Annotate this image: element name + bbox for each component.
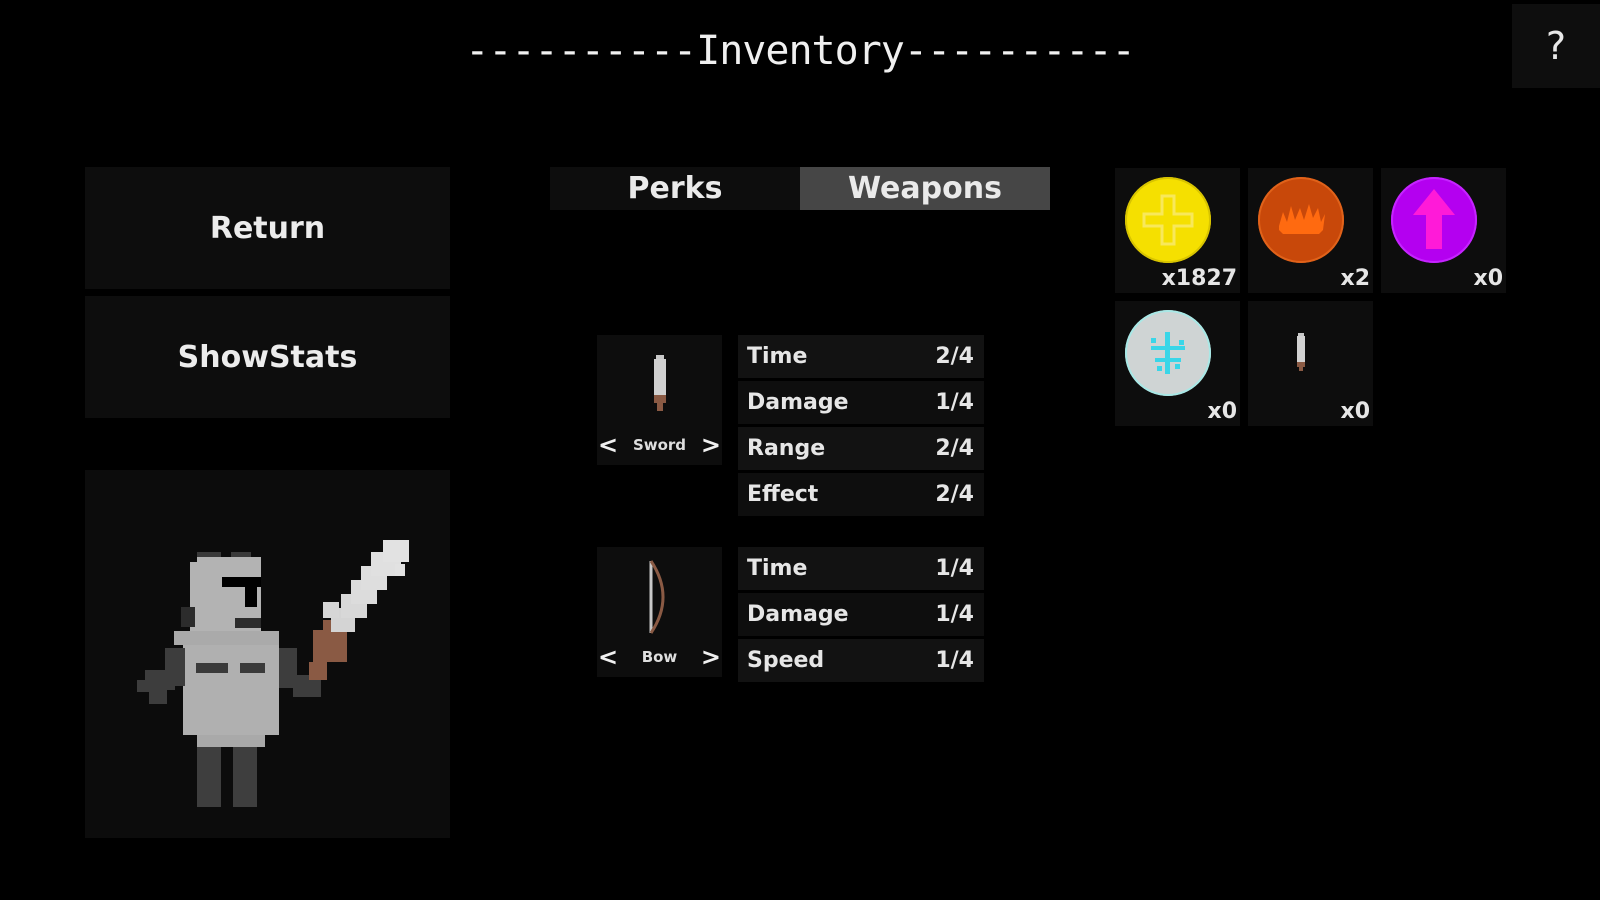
stat-value: 2/4 [935, 482, 974, 507]
page-title: ----------Inventory---------- [465, 28, 1135, 74]
weapon-card-bow: < Bow > [597, 547, 722, 677]
stat-label: Time [747, 556, 808, 581]
item-count: x0 [1340, 399, 1371, 424]
stat-row: Range 2/4 [738, 427, 984, 470]
return-button-label: Return [209, 210, 326, 246]
stat-value: 2/4 [935, 436, 974, 461]
flame-icon [1279, 204, 1325, 234]
sword-stats: Time 2/4 Damage 1/4 Range 2/4 Effect 2/4 [738, 335, 984, 519]
item-slot-health[interactable]: x1827 [1115, 168, 1240, 293]
health-cross-orb-icon [1125, 177, 1211, 263]
cross-icon [1142, 194, 1194, 246]
character-portrait [85, 470, 450, 838]
stat-value: 1/4 [935, 556, 974, 581]
stat-row: Time 2/4 [738, 335, 984, 378]
previous-weapon-button[interactable]: < [597, 643, 619, 671]
item-count: x1827 [1161, 266, 1237, 291]
tab-perks-label: Perks [627, 171, 723, 206]
stat-value: 2/4 [935, 344, 974, 369]
sword-icon [653, 355, 666, 411]
frost-crystal-icon [1151, 332, 1185, 374]
mini-sword-icon [1258, 310, 1344, 396]
previous-weapon-button[interactable]: < [597, 431, 619, 459]
show-stats-button-label: ShowStats [177, 339, 358, 375]
bow-icon [649, 560, 664, 634]
stat-label: Time [747, 344, 808, 369]
item-slot-sword[interactable]: x0 [1248, 301, 1373, 426]
stat-value: 1/4 [935, 390, 974, 415]
item-count: x0 [1207, 399, 1238, 424]
question-mark-icon: ? [1545, 24, 1567, 68]
weapon-card-sword: < Sword > [597, 335, 722, 465]
help-button[interactable]: ? [1512, 4, 1600, 88]
inventory-tabs: Perks Weapons [550, 167, 1050, 210]
item-slot-frost[interactable]: x0 [1115, 301, 1240, 426]
next-weapon-button[interactable]: > [700, 643, 722, 671]
stat-label: Damage [747, 390, 849, 415]
tab-weapons[interactable]: Weapons [800, 167, 1050, 210]
stat-label: Effect [747, 482, 819, 507]
frost-orb-icon [1125, 310, 1211, 396]
stat-label: Range [747, 436, 826, 461]
stat-label: Speed [747, 648, 825, 673]
stat-label: Damage [747, 602, 849, 627]
stat-value: 1/4 [935, 648, 974, 673]
stat-row: Effect 2/4 [738, 473, 984, 516]
stat-value: 1/4 [935, 602, 974, 627]
return-button[interactable]: Return [85, 167, 450, 289]
stat-row: Damage 1/4 [738, 593, 984, 636]
tab-perks[interactable]: Perks [550, 167, 800, 210]
fire-orb-icon [1258, 177, 1344, 263]
next-weapon-button[interactable]: > [700, 431, 722, 459]
stat-row: Damage 1/4 [738, 381, 984, 424]
mini-sword-glyph [1297, 333, 1305, 371]
tab-weapons-label: Weapons [848, 171, 1002, 206]
item-slot-fire[interactable]: x2 [1248, 168, 1373, 293]
upgrade-arrow-orb-icon [1391, 177, 1477, 263]
up-arrow-icon [1413, 189, 1455, 249]
stat-row: Time 1/4 [738, 547, 984, 590]
knight-character-icon [137, 540, 409, 807]
item-count: x2 [1340, 266, 1371, 291]
item-count: x0 [1473, 266, 1504, 291]
weapon-name: Sword [632, 436, 687, 454]
show-stats-button[interactable]: ShowStats [85, 296, 450, 418]
stat-row: Speed 1/4 [738, 639, 984, 682]
bow-stats: Time 1/4 Damage 1/4 Speed 1/4 [738, 547, 984, 685]
item-slot-upgrade[interactable]: x0 [1381, 168, 1506, 293]
weapon-name: Bow [641, 648, 678, 666]
